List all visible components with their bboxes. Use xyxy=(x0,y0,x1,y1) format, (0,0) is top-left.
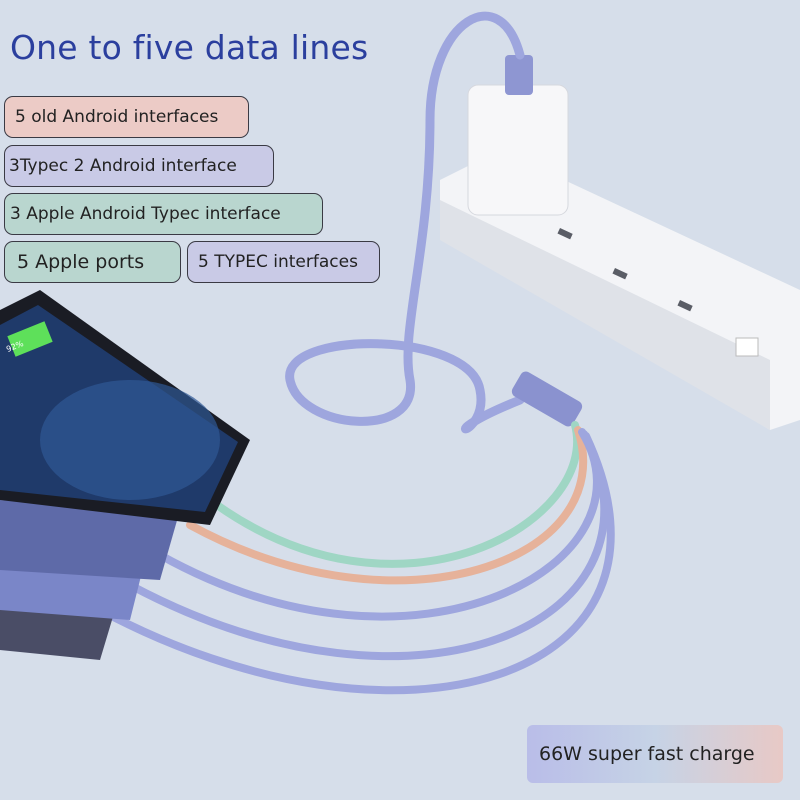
page-title: One to five data lines xyxy=(10,28,369,67)
tag-apple-ports: 5 Apple ports xyxy=(4,241,181,283)
charger xyxy=(467,55,569,216)
tag-old-android: 5 old Android interfaces xyxy=(4,96,249,138)
tag-typec-ports: 5 TYPEC interfaces xyxy=(187,241,380,283)
charge-label: 66W super fast charge xyxy=(527,725,783,783)
tag-typec-android: 3Typec 2 Android interface xyxy=(4,145,274,187)
phones xyxy=(0,290,250,660)
tag-apple-android-typec: 3 Apple Android Typec interface xyxy=(4,193,323,235)
cables xyxy=(96,11,615,695)
power-strip xyxy=(440,150,800,430)
